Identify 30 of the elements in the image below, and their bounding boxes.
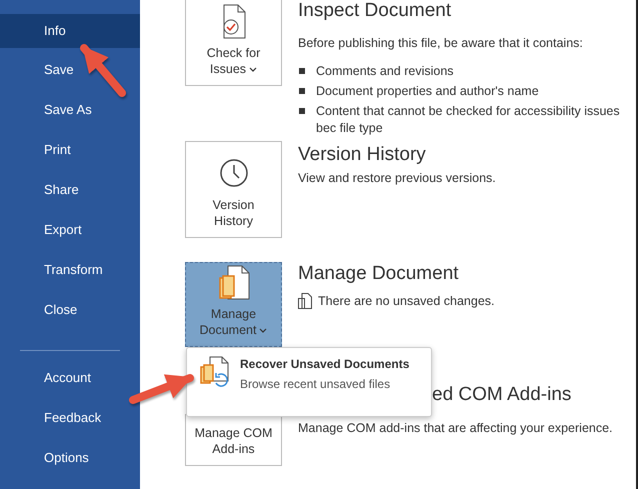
menu-item: Save <box>44 62 74 77</box>
section-description: View and restore previous versions. <box>298 171 496 185</box>
section-heading: Manage Document <box>298 263 459 285</box>
section-description: Manage COM add-ins that are affecting your experience. <box>298 421 613 435</box>
command-button: Version History <box>185 141 282 238</box>
arrow <box>129 374 194 404</box>
menu-item: Export <box>44 222 82 237</box>
menu-item: Print <box>44 142 71 157</box>
menu-item-title: Recover Unsaved Documents <box>240 357 410 371</box>
section-heading: Version History <box>298 144 426 166</box>
section-heading: Inspect Document <box>298 0 452 22</box>
list-item: Document properties and author's name <box>316 83 540 100</box>
menu-item-description: Browse recent unsaved files <box>240 377 390 391</box>
dropdown-button: Check for Issues <box>185 0 282 86</box>
status-text: There are no unsaved changes. <box>318 294 495 308</box>
section-heading: ed COM Add-ins <box>432 384 572 406</box>
menu-item: Close <box>44 302 78 317</box>
menu-item: Account <box>44 370 91 385</box>
menu-item: Options <box>44 450 89 465</box>
command-button: Manage COM Add-ins <box>185 414 282 466</box>
section-description: Before publishing this file, be aware that it contains: <box>298 36 583 50</box>
menu-item-selected: Info <box>0 14 140 48</box>
menu-item: Transform <box>44 262 103 277</box>
list-item: Comments and revisions <box>316 63 455 80</box>
arrow <box>80 44 126 97</box>
menu-item: Feedback <box>44 410 102 425</box>
menu-item: Share <box>44 182 79 197</box>
dropdown-button: Manage Document <box>185 262 282 347</box>
list-item: Content that cannot be checked for accessibility issues bec file type <box>316 103 621 137</box>
menu-item: Save As <box>44 102 92 117</box>
